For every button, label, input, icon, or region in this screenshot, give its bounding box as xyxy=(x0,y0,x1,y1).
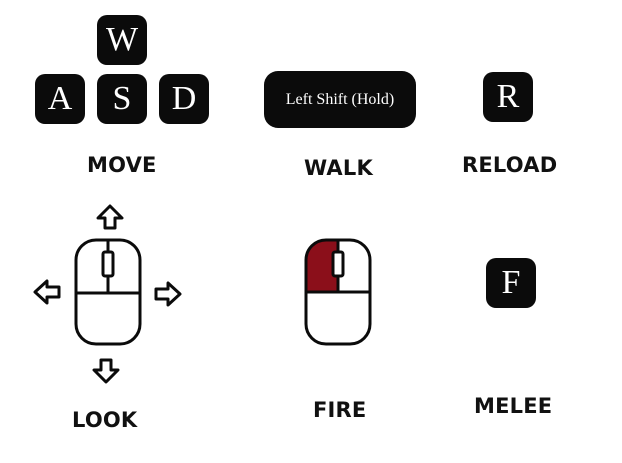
r-key: R xyxy=(483,72,533,122)
a-key: A xyxy=(35,74,85,124)
f-key: F xyxy=(486,258,536,308)
left-shift-key: Left Shift (Hold) xyxy=(264,71,416,128)
look-mouse-icon xyxy=(74,238,142,346)
fire-label: FIRE xyxy=(313,398,367,422)
arrow-left-icon xyxy=(33,279,61,305)
s-key: S xyxy=(97,74,147,124)
move-label: MOVE xyxy=(87,153,157,177)
walk-label: WALK xyxy=(304,156,373,180)
melee-label: MELEE xyxy=(474,394,553,418)
arrow-up-icon xyxy=(96,204,124,230)
look-label: LOOK xyxy=(72,408,138,432)
arrow-down-icon xyxy=(92,358,120,384)
reload-label: RELOAD xyxy=(462,153,558,177)
d-key: D xyxy=(159,74,209,124)
mouse-left-click-icon xyxy=(304,238,372,346)
arrow-right-icon xyxy=(154,281,182,307)
w-key: W xyxy=(97,15,147,65)
